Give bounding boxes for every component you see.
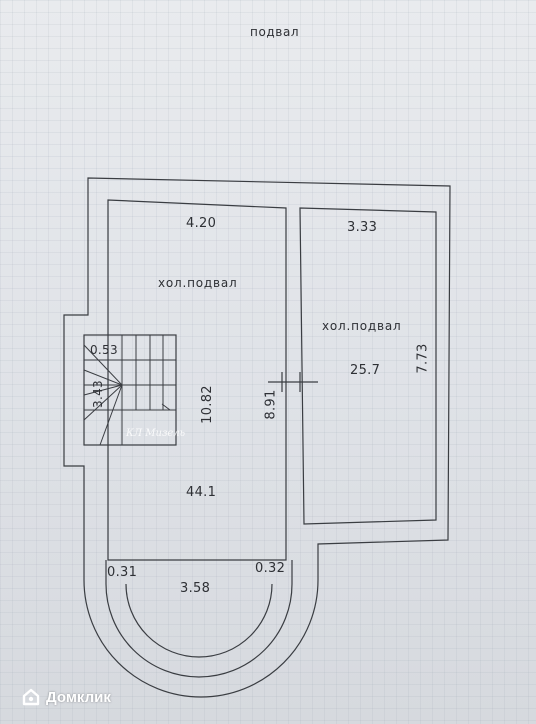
bay-inner-arc xyxy=(125,583,273,658)
stamp-mark: КЛ Мизель xyxy=(126,428,186,439)
stair-treads xyxy=(83,335,176,446)
room-left-name: хол.подвал xyxy=(158,276,238,290)
room-right-width: 3.33 xyxy=(347,220,378,235)
bay-outline xyxy=(105,560,293,678)
bay-right-offset: 0.32 xyxy=(255,561,286,576)
stairs-width: 0.53 xyxy=(90,343,118,357)
room-left-outline xyxy=(107,199,287,561)
domklik-watermark: Домклик xyxy=(22,688,111,706)
room-left-area: 44.1 xyxy=(186,485,217,500)
room-left-length: 10.82 xyxy=(199,385,215,424)
watermark-text: Домклик xyxy=(46,688,111,706)
stairs-length: 3.43 xyxy=(90,380,105,408)
stair-block xyxy=(83,334,177,446)
wall-length: 8.91 xyxy=(263,389,279,420)
outer-wall-outline xyxy=(63,177,451,698)
room-right-area: 25.7 xyxy=(350,363,381,378)
bay-width: 3.58 xyxy=(180,581,211,596)
house-logo-icon xyxy=(22,688,40,706)
room-right-outline xyxy=(299,207,437,525)
door-marker xyxy=(268,372,318,392)
bay-left-offset: 0.31 xyxy=(107,565,138,580)
room-left-width: 4.20 xyxy=(186,216,217,231)
room-right-name: хол.подвал xyxy=(322,319,402,333)
room-right-length: 7.73 xyxy=(415,343,431,374)
plan-title: подвал xyxy=(250,25,300,39)
